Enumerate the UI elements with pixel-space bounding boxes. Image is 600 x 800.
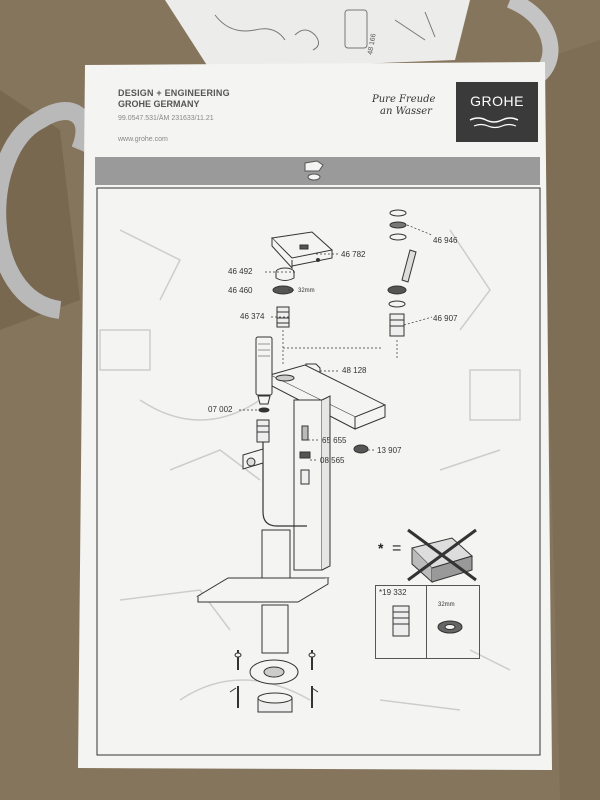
diverter-knob bbox=[401, 249, 417, 283]
hand-shower bbox=[255, 336, 273, 396]
label-13907: 13 907 bbox=[377, 446, 402, 455]
label-46907: 46 907 bbox=[433, 314, 458, 323]
label-46374: 46 374 bbox=[240, 312, 265, 321]
background-note: 48 166 bbox=[367, 33, 378, 55]
no-tool-icon bbox=[407, 528, 477, 584]
background-leaflet bbox=[165, 0, 470, 70]
label-65655: 65 655 bbox=[322, 436, 347, 445]
label-07002: 07 002 bbox=[208, 405, 233, 414]
header-line1: DESIGN + ENGINEERING bbox=[118, 88, 230, 98]
note-box-part: *19 332 bbox=[379, 588, 407, 597]
exploded-drawing bbox=[196, 209, 433, 713]
label-48128: 48 128 bbox=[342, 366, 367, 375]
website: www.grohe.com bbox=[118, 136, 168, 143]
hose bbox=[262, 442, 307, 527]
label-46492: 46 492 bbox=[228, 267, 253, 276]
ring-a bbox=[389, 209, 407, 217]
cartridge-46907 bbox=[389, 313, 405, 337]
note-box-size: 32mm bbox=[438, 602, 455, 608]
slogan-line2: an Wasser bbox=[380, 106, 432, 117]
label-46782: 46 782 bbox=[341, 250, 366, 259]
label-32mm-a: 32mm bbox=[298, 288, 315, 294]
hose-nut-07002 bbox=[256, 419, 270, 443]
logo-text: GROHE bbox=[470, 93, 524, 109]
band-icon bbox=[304, 160, 324, 181]
logo-waves-icon bbox=[469, 117, 519, 129]
steel-ring-left bbox=[0, 102, 94, 319]
slogan-line1: Pure Freude bbox=[372, 94, 436, 105]
doc-number: 99.0547.531/ÄM 231633/11.21 bbox=[118, 115, 214, 122]
box-parts bbox=[392, 605, 463, 637]
stem bbox=[261, 604, 289, 654]
label-08565: 08 565 bbox=[320, 456, 345, 465]
show-through bbox=[99, 229, 521, 711]
slogan: Pure Freude an Wasser bbox=[372, 94, 435, 118]
part-65655 bbox=[301, 425, 309, 441]
aerator-13907 bbox=[353, 444, 369, 454]
header-line2: GROHE GERMANY bbox=[118, 99, 200, 109]
lever-side bbox=[271, 238, 293, 270]
legend-star: * bbox=[378, 540, 384, 556]
drawing-frame bbox=[96, 187, 541, 756]
legend-equals: = bbox=[392, 540, 402, 557]
grohe-logo: GROHE bbox=[456, 82, 538, 142]
cardboard-flap-right bbox=[540, 40, 600, 800]
note-box: *19 332 32mm bbox=[375, 585, 480, 659]
label-46460: 46 460 bbox=[228, 286, 253, 295]
label-46946: 46 946 bbox=[433, 236, 458, 245]
part-08565 bbox=[300, 469, 310, 485]
note-box-left bbox=[376, 586, 427, 658]
